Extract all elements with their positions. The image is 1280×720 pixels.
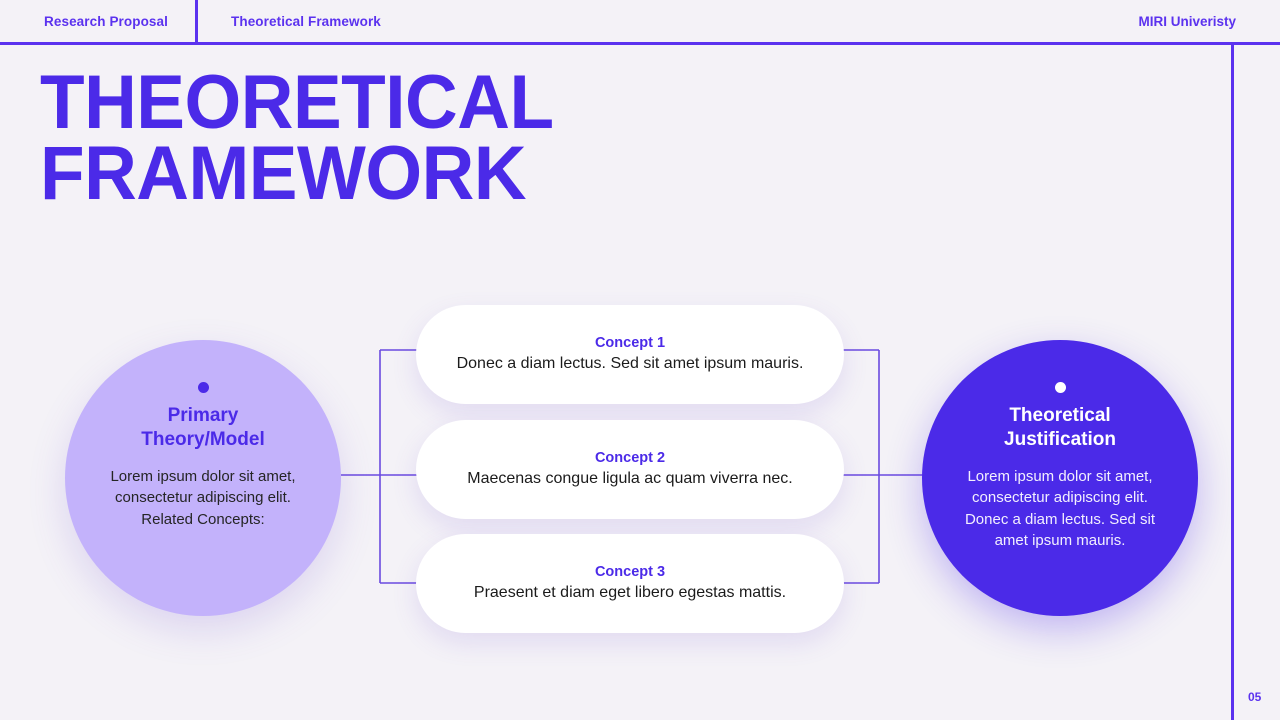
tab-label: Research Proposal: [44, 13, 169, 29]
header-bottom-rule: [0, 42, 1280, 45]
bullet-dot-icon: [197, 382, 209, 393]
concept-card-body: Maecenas congue ligula ac quam viverra n…: [467, 470, 793, 488]
concept-card-body: Praesent et diam eget libero egestas mat…: [473, 584, 787, 602]
concept-card-title: Concept 1: [594, 335, 666, 352]
node-body: Lorem ipsum dolor sit amet, consectetur …: [964, 467, 1156, 550]
concept-card[interactable]: Concept 3 Praesent et diam eget libero e…: [416, 534, 844, 633]
node-primary-theory[interactable]: Primary Theory/Model Lorem ipsum dolor s…: [65, 340, 341, 616]
node-theoretical-justification[interactable]: Theoretical Justification Lorem ipsum do…: [922, 340, 1198, 616]
tab-theoretical-framework[interactable]: Theoretical Framework: [231, 0, 381, 42]
right-vertical-rule: [1231, 44, 1234, 720]
brand-label: MIRI Univeristy: [1138, 13, 1236, 29]
tab-research-proposal[interactable]: Research Proposal: [44, 0, 168, 42]
node-title: Theoretical Justification: [1004, 405, 1116, 450]
concept-card-title: Concept 3: [594, 564, 666, 581]
header-bar: Research Proposal Theoretical Framework …: [0, 0, 1280, 45]
page-number: 05: [1248, 690, 1262, 704]
header-divider: [195, 0, 198, 45]
tab-label: Theoretical Framework: [231, 13, 381, 29]
brand-name: MIRI Univeristy: [1138, 0, 1236, 42]
concept-card[interactable]: Concept 2 Maecenas congue ligula ac quam…: [416, 420, 844, 519]
concept-card-title: Concept 2: [594, 450, 666, 467]
bullet-dot-icon: [1054, 382, 1066, 393]
page-title: THEORETICAL FRAMEWORK: [40, 60, 554, 216]
node-title: Primary Theory/Model: [141, 405, 265, 450]
node-body: Lorem ipsum dolor sit amet, consectetur …: [110, 467, 296, 528]
concept-card-body: Donec a diam lectus. Sed sit amet ipsum …: [456, 355, 804, 373]
concept-card[interactable]: Concept 1 Donec a diam lectus. Sed sit a…: [416, 305, 844, 404]
